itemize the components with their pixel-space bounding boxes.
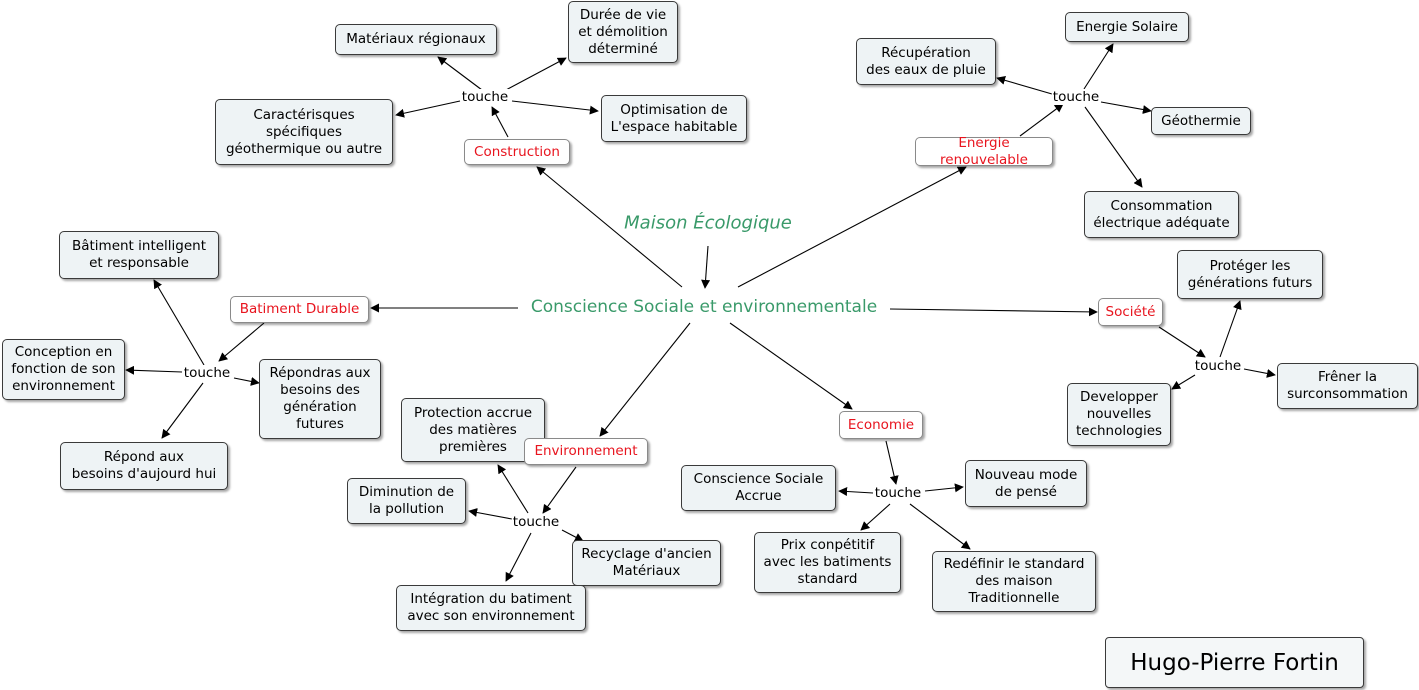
leaf-conception: Conception en fonction de son environnem… [2, 339, 125, 400]
leaf-consommation-electrique: Consommation électrique adéquate [1084, 191, 1239, 238]
link-touche-geothermie [1100, 101, 1152, 114]
branch-environnement: Environnement [524, 438, 648, 465]
link-touche-recyclage [561, 529, 584, 542]
link-touche-developper [1171, 374, 1196, 390]
branch-batiment-durable: Batiment Durable [230, 296, 369, 323]
link-touche-recuperation [996, 75, 1053, 95]
leaf-diminution-pollution: Diminution de la pollution [347, 478, 466, 524]
leaf-optimisation: Optimisation de L'espace habitable [601, 95, 747, 142]
link-touche-caracteristiques [395, 100, 461, 118]
leaf-repond-besoins: Répond aux besoins d'aujourd hui [60, 442, 228, 490]
link-economie-touche [885, 440, 899, 485]
leaf-recuperation-eaux: Récupération des eaux de pluie [856, 38, 996, 85]
touche-label-construction: touche [460, 89, 510, 105]
leaf-batiment-intelligent: Bâtiment intelligent et responsable [59, 231, 219, 279]
link-center-environnement [599, 322, 691, 437]
leaf-recyclage-materiaux: Recyclage d'ancien Matériaux [572, 540, 721, 586]
leaf-frener-surconsommation: Frêner la surconsommation [1277, 363, 1418, 409]
touche-label-societe: touche [1193, 358, 1243, 374]
leaf-developper-technologies: Developper nouvelles technologies [1067, 383, 1171, 446]
link-touche-intelligent [153, 279, 205, 366]
link-touche-prix [860, 503, 891, 531]
link-touche-nouveau [924, 483, 964, 493]
link-center-societe [889, 307, 1098, 317]
link-environnement-touche [542, 466, 577, 514]
link-touche-optimisation [511, 100, 599, 115]
link-center-energie [737, 166, 967, 288]
link-touche-materiaux [437, 56, 483, 91]
leaf-nouveau-mode: Nouveau mode de pensé [965, 460, 1087, 507]
leaf-duree-de-vie: Durée de vie et démolition déterminé [568, 1, 678, 63]
link-title-center [701, 245, 711, 289]
link-construction-touche [491, 106, 509, 138]
link-touche-frener [1243, 368, 1276, 378]
leaf-geothermie: Géothermie [1151, 107, 1251, 135]
link-touche-repond [161, 382, 204, 439]
link-batiment-touche [218, 322, 265, 362]
link-touche-protection [497, 464, 529, 514]
link-societe-touche [1158, 326, 1206, 358]
central-concept: Conscience Sociale et environnementale [527, 297, 881, 317]
touche-label-energie: touche [1051, 89, 1101, 105]
leaf-energie-solaire: Energie Solaire [1065, 12, 1189, 42]
link-touche-redefinir [909, 503, 971, 550]
link-touche-conscience [838, 486, 874, 496]
leaf-integration-batiment: Intégration du batiment avec son environ… [396, 585, 586, 631]
link-touche-diminution [468, 508, 513, 520]
leaf-proteger-generations: Protéger les générations futurs [1177, 250, 1323, 299]
leaf-repondras-besoins: Répondras aux besoins des génération fut… [259, 359, 381, 439]
link-center-economie [729, 322, 853, 410]
leaf-redefinir-standard: Redéfinir le standard des maison Traditi… [932, 551, 1096, 612]
link-touche-integration [505, 532, 532, 582]
branch-construction: Construction [464, 139, 570, 165]
touche-label-batiment: touche [182, 365, 232, 381]
link-center-construction [536, 166, 683, 288]
touche-label-environnement: touche [511, 514, 561, 530]
leaf-materiaux-regionaux: Matériaux régionaux [335, 24, 497, 55]
link-touche-conception [125, 365, 183, 375]
link-touche-duree [505, 57, 567, 91]
touche-label-economie: touche [873, 485, 923, 501]
link-touche-consommation [1084, 106, 1143, 188]
leaf-conscience-sociale-accrue: Conscience Sociale Accrue [681, 465, 836, 511]
leaf-caracteristiques: Caractérisques spécifiques géothermique … [215, 99, 393, 165]
branch-energie-renouvelable: Energie renouvelable [915, 135, 1053, 168]
link-touche-proteger [1219, 300, 1242, 358]
author-signature: Hugo-Pierre Fortin [1105, 637, 1364, 688]
branch-economie: Economie [839, 411, 923, 439]
link-energie-touche [1019, 103, 1064, 137]
leaf-protection-matieres: Protection accrue des matières premières [401, 398, 545, 462]
link-touche-repondras [233, 376, 260, 386]
map-title: Maison Écologique [624, 212, 792, 234]
branch-societe: Société [1098, 298, 1163, 326]
link-touche-solaire [1083, 43, 1114, 90]
leaf-prix-competitif: Prix conpétitif avec les batiments stand… [754, 532, 901, 593]
